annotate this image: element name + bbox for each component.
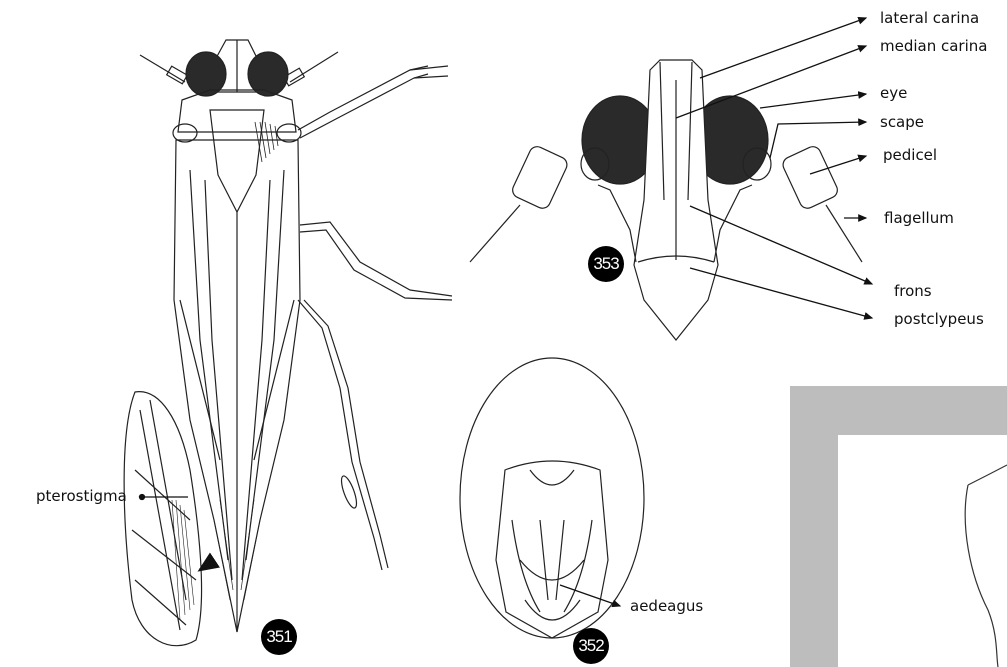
label-postclypeus: postclypeus (894, 310, 984, 328)
label-frons: frons (894, 282, 932, 300)
label-scape: scape (880, 113, 924, 131)
insect-dorsal-drawing (124, 40, 452, 646)
figure-number-353: 353 (588, 246, 624, 282)
figure-number-352: 352 (573, 628, 609, 664)
photo-area (838, 435, 1007, 667)
label-aedeagus: aedeagus (630, 597, 703, 615)
label-pterostigma: pterostigma (36, 487, 127, 505)
label-eye: eye (880, 84, 907, 102)
figure-number-351: 351 (261, 619, 297, 655)
label-flagellum: flagellum (884, 209, 954, 227)
genitalia-drawing (460, 358, 644, 638)
photo-specimen-outline (838, 435, 1007, 667)
leader-lines (140, 18, 873, 606)
wing-tip-arrow (200, 562, 212, 570)
label-pedicel: pedicel (883, 146, 937, 164)
label-lateral-carina: lateral carina (880, 9, 979, 27)
label-median-carina: median carina (880, 37, 987, 55)
